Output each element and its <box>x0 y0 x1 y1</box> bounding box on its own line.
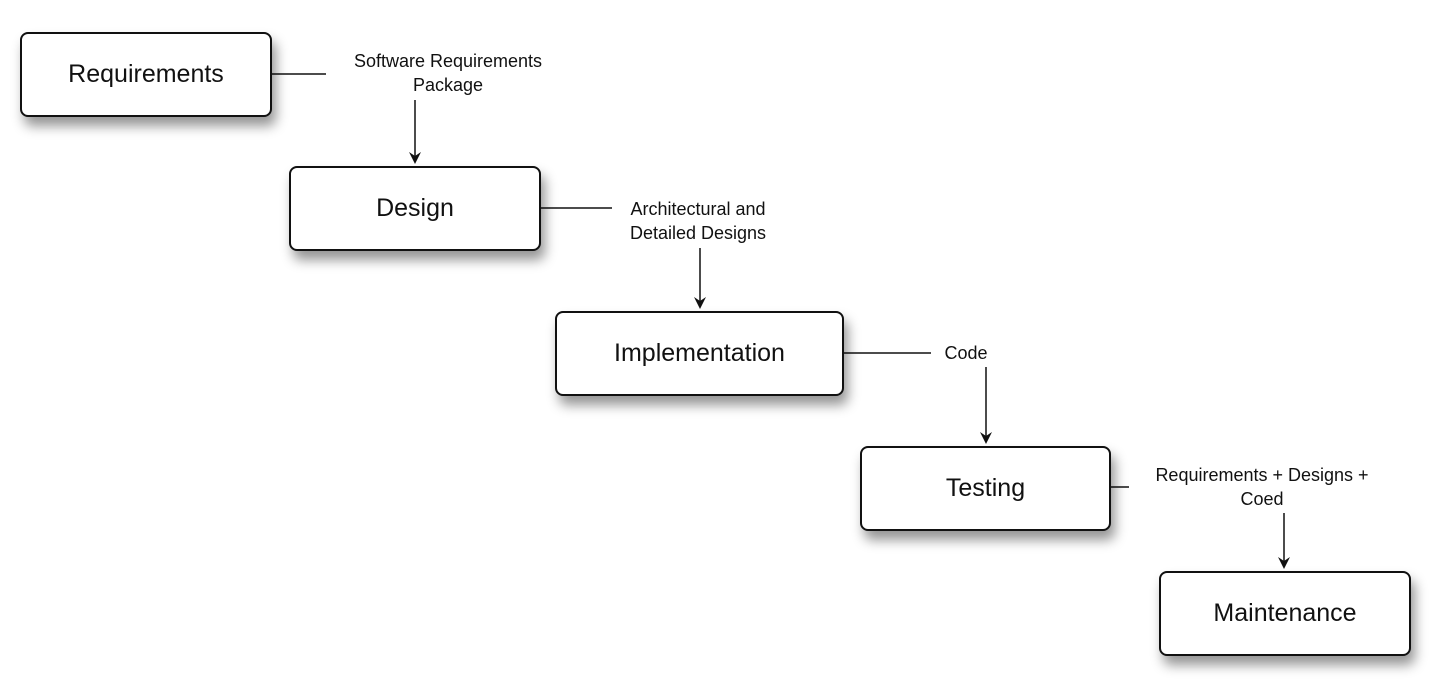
phase-implementation: Implementation <box>555 311 844 396</box>
phase-testing: Testing <box>860 446 1111 531</box>
artifact-architectural-and-detailed-designs: Architectural and Detailed Designs <box>608 197 788 245</box>
artifact-software-requirements-package: Software Requirements Package <box>328 49 568 97</box>
artifact-label-line: Requirements + Designs + <box>1155 465 1369 485</box>
artifact-label-line: Code <box>944 343 988 363</box>
artifact-label-line: Software Requirements <box>353 51 543 71</box>
artifact-requirements-designs-coed: Requirements + Designs + Coed <box>1130 463 1394 511</box>
phase-requirements: Requirements <box>20 32 272 117</box>
artifact-code: Code <box>932 341 1000 365</box>
artifact-label-line: Architectural and <box>630 199 766 219</box>
artifact-label-line: Detailed Designs <box>629 223 767 243</box>
phase-maintenance: Maintenance <box>1159 571 1411 656</box>
artifact-label-line: Coed <box>1240 489 1284 509</box>
phase-design: Design <box>289 166 541 251</box>
artifact-label-line: Package <box>412 75 484 95</box>
